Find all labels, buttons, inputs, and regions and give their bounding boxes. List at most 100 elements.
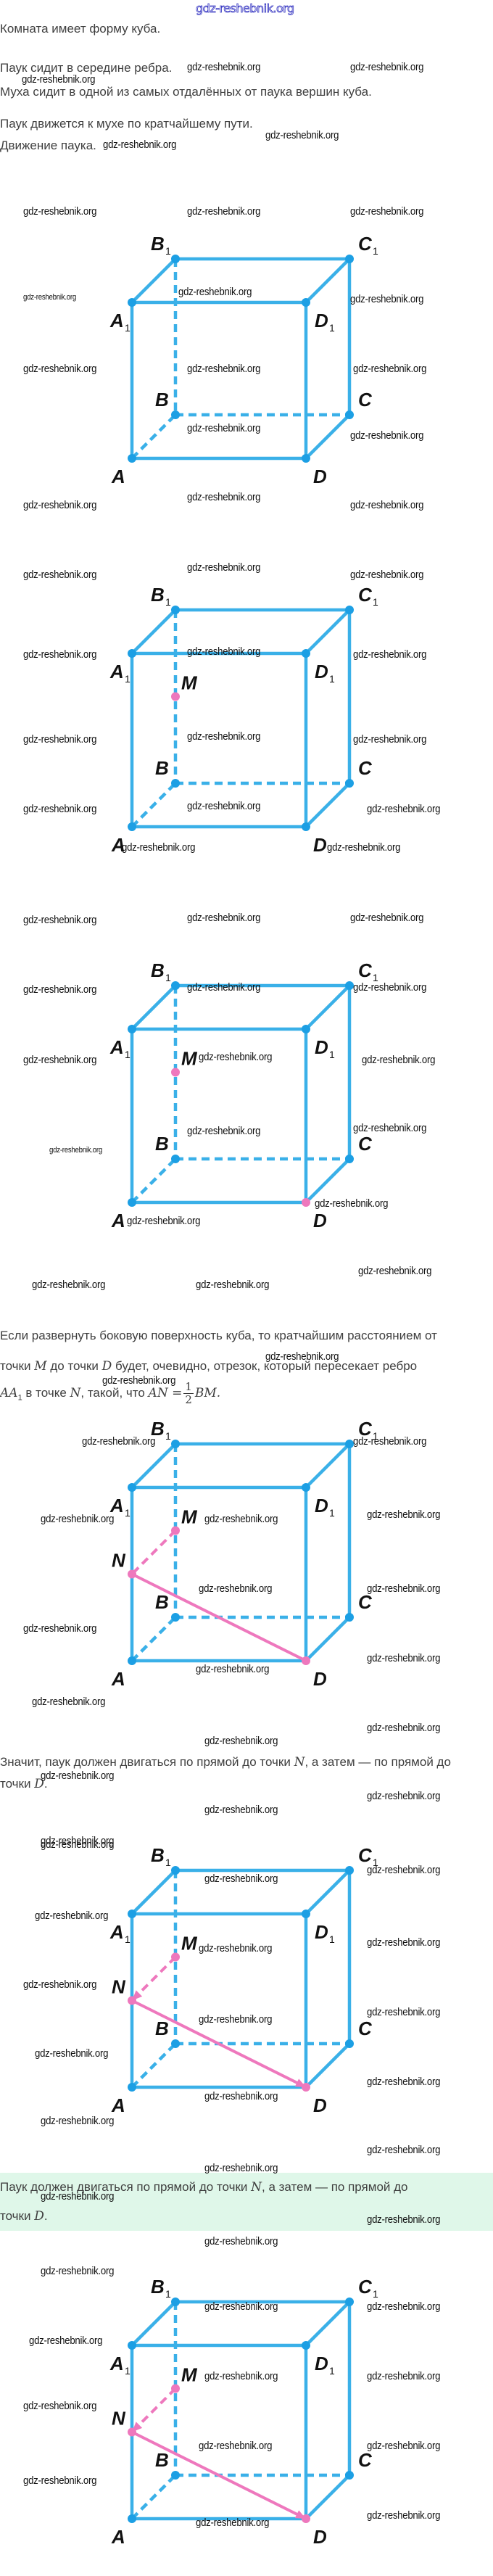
label-A1: A	[109, 1036, 124, 1058]
label-D: D	[313, 834, 327, 856]
math-D: D	[102, 1359, 112, 1374]
path-segment-ND	[131, 1999, 307, 2089]
vertex-B	[171, 779, 180, 788]
label-A1-subscript: 1	[125, 322, 130, 334]
edge-D1C1	[304, 984, 351, 1031]
vertex-B1	[171, 1440, 180, 1448]
label-B1: B	[151, 1844, 165, 1866]
watermark: gdz-reshebnik.org	[199, 2013, 273, 2026]
path-segment-MN	[130, 2387, 177, 2433]
edge-AB	[130, 2474, 177, 2520]
label-A: A	[111, 466, 125, 487]
answer-text: Паук должен двигаться по прямой до точки	[0, 2180, 252, 2194]
watermark: gdz-reshebnik.org	[187, 645, 261, 658]
watermark: gdz-reshebnik.org	[32, 1696, 106, 1708]
watermark: gdz-reshebnik.org	[22, 73, 96, 86]
label-B: B	[155, 1591, 169, 1613]
watermark: gdz-reshebnik.org	[187, 912, 261, 924]
point-N	[128, 1569, 136, 1579]
vertex-B1	[171, 1866, 180, 1875]
edge-CD	[304, 1157, 351, 1204]
math-D: D	[34, 2209, 44, 2224]
label-D1: D	[315, 661, 328, 682]
problem-line-5: Движение паука.	[0, 139, 96, 152]
vertex-B	[171, 2039, 180, 2048]
watermark: gdz-reshebnik.org	[367, 1722, 441, 1734]
label-D: D	[313, 2526, 327, 2548]
watermark: gdz-reshebnik.org	[122, 841, 196, 854]
vertex-C1	[345, 1440, 354, 1448]
watermark: gdz-reshebnik.org	[350, 293, 424, 305]
label-A: A	[111, 2094, 125, 2116]
watermark: gdz-reshebnik.org	[199, 1051, 273, 1063]
watermark: gdz-reshebnik.org	[204, 1735, 278, 1747]
watermark: gdz-reshebnik.org	[23, 2400, 97, 2412]
explanation-line-1: Если развернуть боковую поверхность куба…	[0, 1329, 437, 1342]
conclusion-text: .	[44, 1777, 48, 1791]
problem-line-1: Комната имеет форму куба.	[0, 22, 161, 36]
vertex-D1	[302, 2341, 310, 2350]
vertex-C1	[345, 1866, 354, 1875]
vertex-A	[128, 454, 136, 463]
vertex-D1	[302, 1025, 310, 1033]
label-M: M	[181, 672, 198, 694]
label-C: C	[358, 1133, 373, 1155]
watermark: gdz-reshebnik.org	[23, 914, 97, 926]
point-M	[171, 1952, 180, 1962]
vertex-A1	[128, 649, 136, 658]
label-C1-subscript: 1	[373, 596, 378, 608]
watermark: gdz-reshebnik.org	[102, 1374, 176, 1387]
vertex-C	[345, 1613, 354, 1622]
label-D1: D	[315, 2353, 328, 2374]
label-B1-subscript: 1	[165, 2288, 171, 2300]
edge-CD	[304, 2474, 351, 2520]
watermark: gdz-reshebnik.org	[367, 2370, 441, 2382]
label-A: A	[111, 2526, 125, 2548]
label-B1-subscript: 1	[165, 1430, 171, 1442]
label-D1-subscript: 1	[329, 1507, 335, 1519]
path-segment-MN	[130, 1530, 177, 1575]
watermark: gdz-reshebnik.org	[23, 293, 76, 302]
watermark: gdz-reshebnik.org	[127, 1215, 201, 1227]
watermark: gdz-reshebnik.org	[353, 363, 427, 375]
label-A1: A	[109, 1921, 124, 1943]
watermark: gdz-reshebnik.org	[367, 1582, 441, 1595]
label-A1-subscript: 1	[125, 1507, 130, 1519]
label-D1-subscript: 1	[329, 2365, 335, 2377]
vertex-D1	[302, 1483, 310, 1492]
watermark: gdz-reshebnik.org	[350, 429, 424, 442]
watermark: gdz-reshebnik.org	[187, 981, 261, 994]
vertex-C1	[345, 2298, 354, 2306]
vertex-B1	[171, 981, 180, 990]
point-N	[128, 1996, 136, 2005]
watermark: gdz-reshebnik.org	[23, 983, 97, 996]
edge-A1B1	[130, 257, 177, 304]
edge-A1B1	[130, 608, 177, 655]
edge-CD	[304, 413, 351, 460]
vertex-A	[128, 2083, 136, 2092]
math-N: N	[251, 2180, 262, 2195]
watermark: gdz-reshebnik.org	[49, 1146, 102, 1155]
edge-A1B1	[130, 1442, 177, 1489]
label-D: D	[313, 2094, 327, 2116]
watermark: gdz-reshebnik.org	[35, 1910, 109, 1922]
answer-text: , а затем — по прямой до	[262, 2180, 408, 2194]
vertex-A1	[128, 298, 136, 307]
watermark: gdz-reshebnik.org	[265, 129, 339, 141]
watermark: gdz-reshebnik.org	[204, 2162, 278, 2174]
watermark: gdz-reshebnik.org	[367, 1508, 441, 1521]
label-A1-subscript: 1	[125, 2365, 130, 2377]
vertex-D	[302, 822, 310, 831]
watermark: gdz-reshebnik.org	[23, 205, 97, 218]
watermark: gdz-reshebnik.org	[32, 1279, 106, 1291]
fraction-numerator: 1	[183, 1380, 194, 1394]
label-C1-subscript: 1	[373, 1430, 378, 1442]
watermark: gdz-reshebnik.org	[367, 2144, 441, 2156]
label-C1: C	[358, 959, 373, 981]
label-A1: A	[109, 310, 124, 331]
